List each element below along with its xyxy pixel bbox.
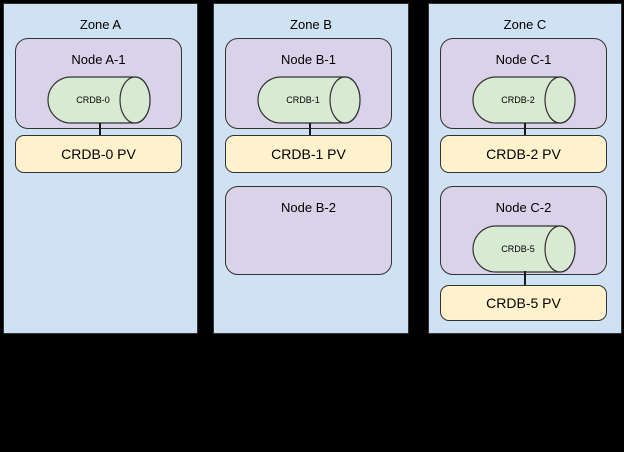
node-a1-title: Node A-1 <box>71 52 126 67</box>
pod-crdb2-label: CRDB-2 <box>501 95 535 105</box>
node-c2: Node C-2 CRDB-5 <box>440 186 607 275</box>
pv-crdb0: CRDB-0 PV <box>15 135 182 173</box>
zone-a: Zone A Node A-1 CRDB-0 CRDB-0 PV <box>3 3 198 334</box>
pv-crdb0-label: CRDB-0 PV <box>61 146 136 162</box>
pv-crdb1-label: CRDB-1 PV <box>271 146 346 162</box>
database-cylinder-icon: CRDB-1 <box>257 76 361 124</box>
zone-a-title: Zone A <box>79 17 122 32</box>
pv-crdb1: CRDB-1 PV <box>225 135 392 173</box>
database-cylinder-icon: CRDB-5 <box>472 225 576 273</box>
pod-pv-connector-line <box>309 123 311 136</box>
zone-c: Zone C Node C-1 CRDB-2 CRDB-2 PV Node C-… <box>428 3 622 334</box>
pv-crdb5-label: CRDB-5 PV <box>486 295 561 311</box>
database-cylinder-icon: CRDB-0 <box>47 76 151 124</box>
pod-pv-connector-line <box>524 123 526 136</box>
node-b1-title: Node B-1 <box>281 52 336 67</box>
zone-c-title: Zone C <box>503 17 547 32</box>
pv-crdb2-label: CRDB-2 PV <box>486 146 561 162</box>
node-a1: Node A-1 CRDB-0 <box>15 38 182 129</box>
node-b2-title: Node B-2 <box>281 200 336 215</box>
pod-crdb5-label: CRDB-5 <box>501 244 535 254</box>
database-cylinder-icon: CRDB-2 <box>472 76 576 124</box>
node-b1: Node B-1 CRDB-1 <box>225 38 392 129</box>
pod-crdb0-label: CRDB-0 <box>76 95 110 105</box>
pod-crdb1-label: CRDB-1 <box>286 95 320 105</box>
pv-crdb5: CRDB-5 PV <box>440 285 607 321</box>
node-c1: Node C-1 CRDB-2 <box>440 38 607 129</box>
node-c1-title: Node C-1 <box>495 52 552 67</box>
pod-pv-connector-line <box>99 123 101 136</box>
node-b2: Node B-2 <box>225 186 392 275</box>
zone-b-title: Zone B <box>290 17 332 32</box>
node-c2-title: Node C-2 <box>495 200 552 215</box>
pod-pv-connector-line <box>524 271 526 286</box>
zone-b: Zone B Node B-1 CRDB-1 CRDB-1 PV Node B-… <box>213 3 409 334</box>
pv-crdb2: CRDB-2 PV <box>440 135 607 173</box>
